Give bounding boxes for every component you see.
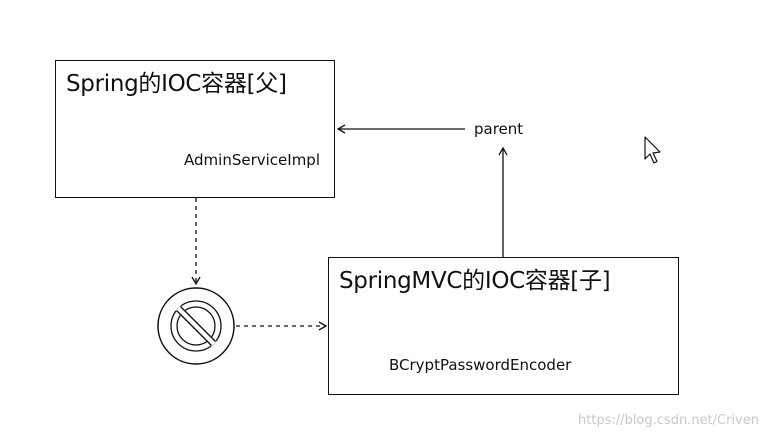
parent-ioc-container: Spring的IOC容器[父] AdminServiceImpl	[55, 60, 335, 198]
watermark-text: https://blog.csdn.net/Criven	[577, 413, 759, 428]
parent-container-title: Spring的IOC容器[父]	[66, 71, 287, 97]
parent-container-bean: AdminServiceImpl	[184, 151, 320, 169]
parent-relation-label: parent	[474, 120, 524, 138]
child-container-title: SpringMVC的IOC容器[子]	[339, 268, 611, 294]
prohibited-icon	[157, 287, 235, 365]
child-ioc-container: SpringMVC的IOC容器[子] BCryptPasswordEncoder	[328, 257, 679, 395]
child-container-bean: BCryptPasswordEncoder	[389, 356, 572, 374]
mouse-pointer-icon	[644, 136, 661, 164]
